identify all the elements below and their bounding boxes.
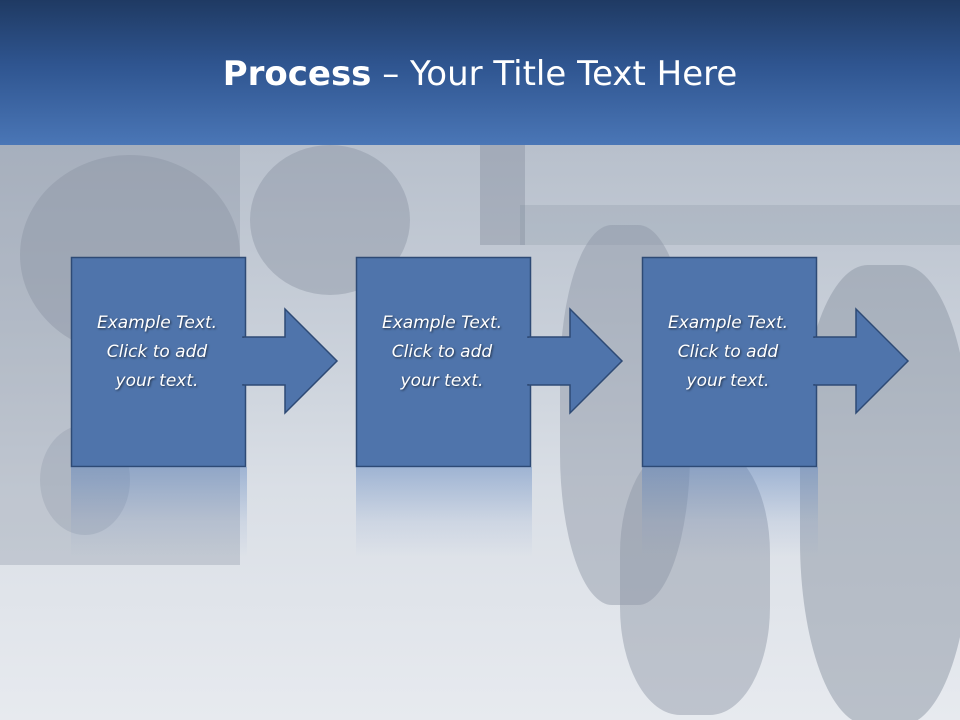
step-text[interactable]: Example Text. Click to add your text. xyxy=(356,309,528,396)
step-reflection xyxy=(642,467,818,557)
step-text-line-3: your text. xyxy=(686,371,770,391)
step-arrow-shape xyxy=(355,256,624,468)
process-step-1[interactable]: Example Text. Click to add your text. xyxy=(70,256,345,468)
step-text-line-3: your text. xyxy=(400,371,484,391)
step-text-line-1: Example Text. xyxy=(667,313,789,333)
step-text-line-3: your text. xyxy=(115,371,199,391)
step-text-line-1: Example Text. xyxy=(96,313,218,333)
title-rest: – Your Title Text Here xyxy=(371,54,738,94)
step-text-line-2: Click to add xyxy=(391,342,493,362)
step-arrow-shape xyxy=(70,256,339,468)
step-reflection xyxy=(71,467,247,557)
process-step-3[interactable]: Example Text. Click to add your text. xyxy=(641,256,916,468)
step-text[interactable]: Example Text. Click to add your text. xyxy=(71,309,243,396)
process-step-2[interactable]: Example Text. Click to add your text. xyxy=(355,256,630,468)
title-bar xyxy=(0,0,960,145)
step-text-line-2: Click to add xyxy=(677,342,779,362)
step-arrow-shape xyxy=(641,256,910,468)
step-text[interactable]: Example Text. Click to add your text. xyxy=(642,309,814,396)
step-reflection xyxy=(356,467,532,557)
slide-title[interactable]: Process – Your Title Text Here xyxy=(0,52,960,96)
step-text-line-2: Click to add xyxy=(106,342,208,362)
step-text-line-1: Example Text. xyxy=(381,313,503,333)
title-bold: Process xyxy=(222,54,372,94)
